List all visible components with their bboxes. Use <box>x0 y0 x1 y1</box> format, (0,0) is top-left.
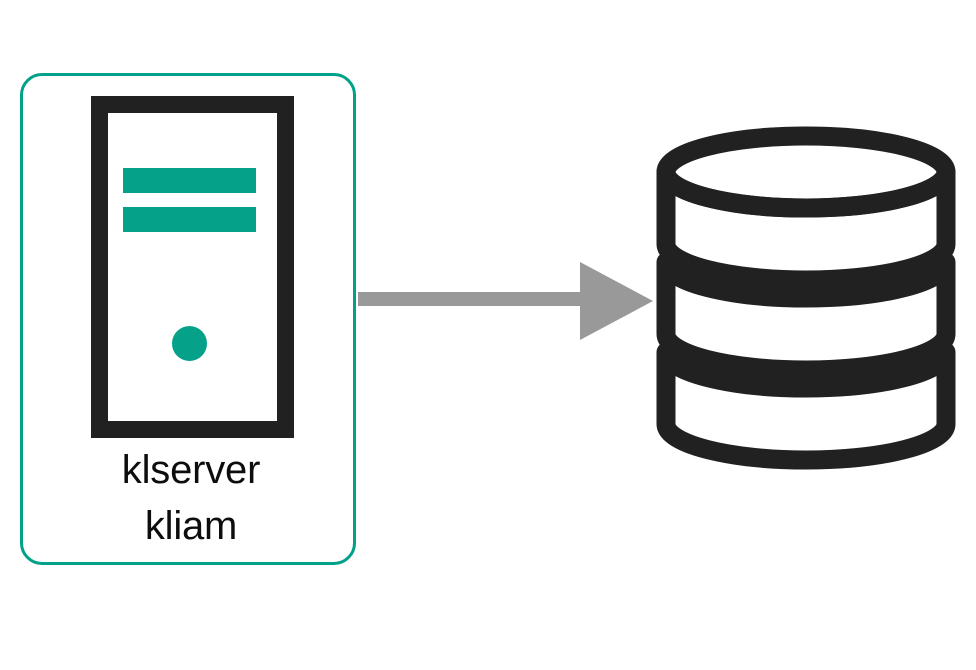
server-node-card[interactable]: klserver kliam <box>20 73 356 565</box>
database-cylinder-shape <box>656 126 956 470</box>
database-cylinder-icon[interactable] <box>650 112 962 476</box>
server-chassis <box>91 96 294 438</box>
server-power-led-icon <box>172 326 207 361</box>
server-instance-label: kliam <box>144 504 238 548</box>
server-node-labels: klserver kliam <box>23 442 359 554</box>
flow-arrow <box>356 258 656 344</box>
server-tower-icon <box>91 96 294 438</box>
server-vent-bar-2 <box>123 207 256 232</box>
server-vent-bar-1 <box>123 168 256 193</box>
flow-arrow-shape <box>358 262 653 340</box>
server-hostname-label: klserver <box>121 448 261 492</box>
